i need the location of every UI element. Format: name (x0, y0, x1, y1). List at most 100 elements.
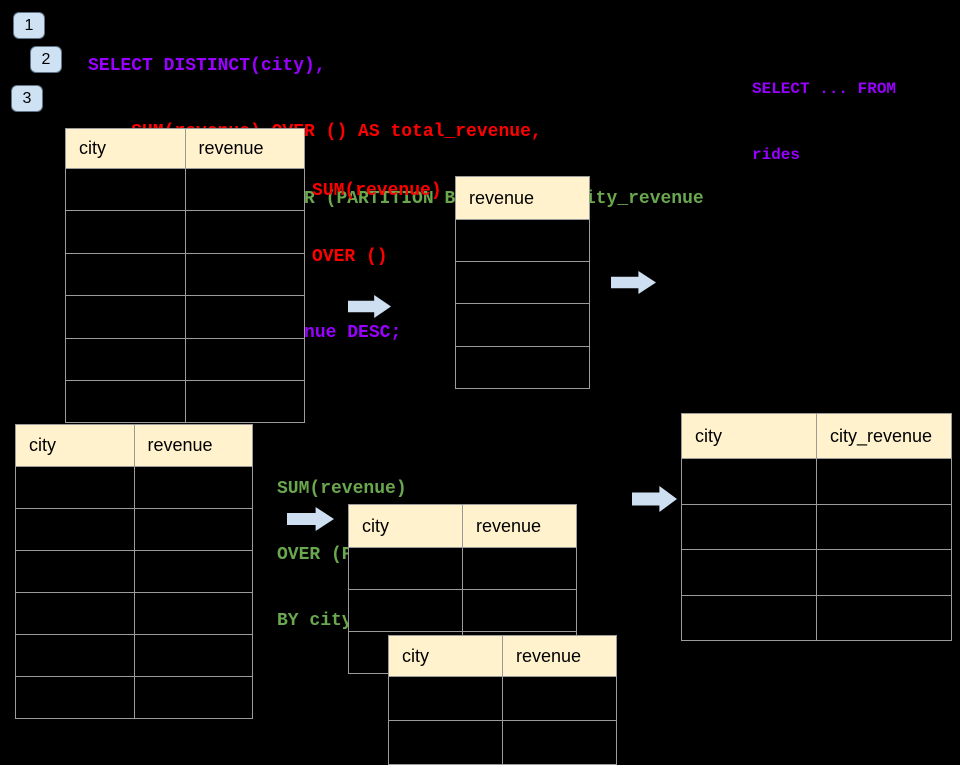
table-row (66, 380, 304, 423)
table-row (682, 459, 951, 505)
table-row (66, 253, 304, 297)
column-header-revenue: revenue (456, 177, 589, 219)
table-row (16, 509, 252, 551)
table-cell-empty (817, 550, 951, 595)
sql-line-select: SELECT DISTINCT(city), (88, 55, 326, 76)
table-cell-empty (134, 677, 252, 718)
column-header-revenue: revenue (134, 425, 252, 466)
table-cell-empty (389, 721, 503, 764)
flow-arrow-icon (348, 295, 391, 318)
table-cell-empty (66, 380, 186, 423)
annotation-line: SUM(revenue) (312, 181, 442, 201)
table-cell-empty (185, 380, 304, 423)
table-cell-empty (134, 467, 252, 508)
table-cell-empty (16, 593, 135, 634)
flow-arrow-icon (287, 507, 334, 531)
table-cell-empty (16, 467, 135, 508)
column-header-revenue: revenue (463, 505, 576, 547)
column-header-city: city (16, 425, 135, 466)
table-cell-empty (185, 169, 304, 211)
column-header-city: city (389, 636, 503, 676)
table-cell-empty (817, 504, 951, 549)
table-cell-empty (349, 548, 463, 589)
table-cell-empty (682, 459, 817, 504)
table-cell-empty (817, 595, 951, 640)
table-cell-empty (682, 550, 817, 595)
table-cell-empty (66, 211, 186, 253)
table-cell-empty (16, 635, 135, 676)
column-header-city: city (66, 129, 186, 168)
table-row (16, 677, 252, 718)
column-header-city_revenue: city_revenue (817, 414, 951, 458)
flow-arrow-icon (632, 486, 677, 512)
table-cell-empty (134, 551, 252, 592)
table-row (349, 590, 576, 632)
flow-arrow-icon (611, 271, 656, 294)
table-total-revenue-result: revenue (455, 176, 590, 389)
table-row (16, 467, 252, 509)
table-cell-empty (682, 595, 817, 640)
sql-note-line-2: rides (752, 146, 801, 164)
table-row (456, 304, 589, 347)
table-cell-empty (66, 253, 186, 296)
table-row (16, 635, 252, 677)
table-row (389, 721, 616, 764)
table-row (66, 338, 304, 381)
table-row (66, 169, 304, 212)
table-cell-empty (66, 338, 186, 380)
step-badge-2: 2 (30, 46, 62, 73)
table-cell-empty (185, 296, 304, 338)
slide-canvas: { "colors": { "background": "#000000", "… (11, 12, 952, 765)
step-badge-1: 1 (13, 12, 45, 39)
annotation-line: OVER () (312, 247, 388, 267)
table-cell-empty (456, 304, 589, 346)
column-header-city: city (682, 414, 817, 458)
table-cell-empty (185, 338, 304, 380)
column-header-revenue: revenue (503, 636, 616, 676)
annotation-sum-over-all: SUM(revenue) OVER () (312, 136, 442, 290)
table-cell-empty (16, 677, 135, 718)
table-cell-empty (66, 169, 186, 211)
table-row (682, 504, 951, 550)
column-header-revenue: revenue (185, 129, 304, 168)
table-cell-empty (16, 551, 135, 592)
table-cell-empty (456, 220, 589, 262)
table-cell-empty (185, 253, 304, 296)
step-badge-3: 3 (11, 85, 43, 112)
table-row (66, 296, 304, 339)
table-cell-empty (463, 590, 576, 631)
table-cell-empty (16, 509, 135, 550)
column-header-city: city (349, 505, 463, 547)
sql-note-from-rides: SELECT ... FROM rides (752, 34, 896, 188)
table-cell-empty (349, 590, 463, 631)
table-cell-empty (456, 262, 589, 304)
table-row (456, 346, 589, 388)
table-cell-empty (134, 635, 252, 676)
sql-note-line-1: SELECT ... FROM (752, 80, 897, 98)
table-cell-empty (134, 509, 252, 550)
table-row (16, 593, 252, 635)
table-cell-empty (682, 504, 817, 549)
table-cell-empty (389, 677, 503, 720)
table-row (389, 677, 616, 721)
table-row (456, 220, 589, 263)
table-cell-empty (185, 211, 304, 253)
annotation-line: SUM(revenue) (277, 479, 407, 499)
table-row (682, 550, 951, 596)
table-row (456, 262, 589, 305)
table-cell-empty (134, 593, 252, 634)
table-cell-empty (503, 677, 616, 720)
table-row (349, 548, 576, 590)
table-row (66, 211, 304, 254)
table-cell-empty (503, 721, 616, 764)
table-row (682, 595, 951, 640)
table-cell-empty (817, 459, 951, 504)
table-cell-empty (463, 548, 576, 589)
table-cell-empty (456, 346, 589, 388)
table-cell-empty (66, 296, 186, 338)
table-row (16, 551, 252, 593)
